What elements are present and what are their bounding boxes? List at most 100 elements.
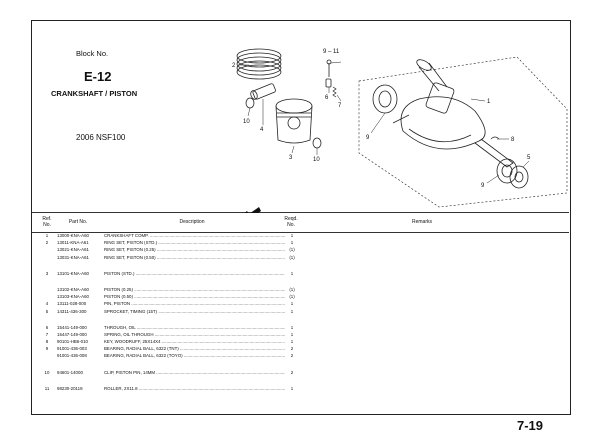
row-spacer	[32, 317, 569, 326]
row-description: BEARING, RADIAL BALL, 6322 (TNT)	[104, 347, 289, 351]
diagram-section: Block No. E-12 CRANKSHAFT / PISTON 2006 …	[32, 21, 569, 213]
callout-7: 7	[338, 103, 342, 109]
header-ref: Ref. No.	[42, 216, 52, 228]
row-ref: 10	[44, 369, 50, 375]
callout-10-left: 10	[243, 119, 250, 125]
row-ref: 6	[45, 324, 49, 330]
row-part-number: 13011-KNA-A61	[57, 240, 89, 246]
row-quantity: 1	[285, 325, 299, 331]
row-description: KEY, WOODRUFF, 25X14X4	[104, 340, 289, 344]
table-row: 8 90101-HB6-010 KEY, WOODRUFF, 25X14X41	[32, 339, 569, 347]
row-spacer	[32, 279, 569, 288]
table-row: 13102-KNA-A60 PISTON (0.25)(1)	[32, 286, 569, 295]
callout-3: 3	[289, 155, 293, 161]
row-description: PISTON (0.25)	[104, 288, 289, 292]
row-quantity: 2	[285, 370, 299, 376]
row-ref: 8	[45, 339, 49, 345]
front-arrow-icon	[244, 207, 261, 213]
table-row: 91001-436-008 BEARING, RADIAL BALL, 6322 …	[32, 354, 569, 361]
table-row: 7 15447-149-000 SPRING, OIL THROUGH1	[32, 331, 569, 340]
row-description: BEARING, RADIAL BALL, 6322 (TOYO)	[104, 354, 289, 358]
row-quantity: (1)	[285, 294, 299, 300]
row-quantity: (1)	[285, 255, 299, 260]
row-ref: 7	[45, 331, 49, 337]
row-description: RING SET, PISTON (STD.)	[104, 241, 289, 245]
crankshaft-drawing	[372, 59, 514, 168]
row-ref: 9	[45, 346, 49, 352]
row-part-number: 90101-HB6-010	[57, 339, 89, 345]
row-part-number: 98230-20118	[57, 385, 83, 391]
callout-9-right: 9	[481, 183, 485, 189]
table-row: 13021-KNA-A61 RING SET, PISTON (0.25)(1)	[32, 247, 569, 255]
parts-table-header: Ref. No. Part No. Description Reqd. No. …	[32, 213, 569, 233]
row-description: PISTON (0.50)	[104, 295, 289, 299]
table-row: 2 13011-KNA-A61 RING SET, PISTON (STD.)1	[32, 240, 569, 248]
row-description: PISTON (STD.)	[104, 272, 289, 276]
callout-5: 5	[527, 155, 531, 161]
page-number: 7-19	[517, 418, 544, 433]
row-part-number: 91001-436-008	[57, 353, 87, 359]
table-row: 10 94601-14000 CLIP, PISTON PIN, 14MM2	[32, 369, 569, 378]
row-part-number: 13021-KNA-A61	[57, 247, 89, 253]
row-ref: 2	[45, 240, 49, 246]
row-quantity: (1)	[285, 247, 299, 253]
row-part-number: 15447-149-000	[57, 331, 87, 337]
row-ref: 3	[45, 270, 49, 276]
row-quantity: 1	[285, 386, 299, 392]
row-quantity: (1)	[285, 287, 299, 293]
row-part-number: 94601-14000	[57, 369, 83, 375]
row-quantity: 1	[285, 271, 299, 277]
row-description: RING SET, PISTON (0.50)	[104, 256, 289, 260]
row-part-number: 13000-KNA-A60	[57, 233, 89, 238]
row-part-number: 14311-436-300	[57, 308, 87, 314]
row-ref: 1	[45, 233, 49, 238]
callout-9-11: 9 – 11	[323, 49, 340, 55]
row-description: ROLLER, 2X11.8	[104, 387, 289, 391]
row-part-number: 13031-KNA-A61	[57, 254, 89, 260]
header-qty: Reqd. No.	[284, 216, 298, 228]
row-description: CLIP, PISTON PIN, 14MM	[104, 371, 289, 375]
row-quantity: 2	[285, 354, 299, 359]
row-description: PIN, PISTON	[104, 302, 289, 306]
piston-ring-set-drawing	[236, 48, 282, 80]
table-row: 13103-KNA-A60 PISTON (0.50)(1)	[32, 294, 569, 302]
header-remarks: Remarks	[411, 219, 432, 225]
row-spacer	[32, 378, 569, 387]
header-desc: Description	[179, 219, 205, 225]
callout-6: 6	[325, 95, 329, 101]
row-description: SPROCKET, TIMING (15T)	[104, 310, 289, 314]
callout-10-right: 10	[313, 157, 320, 163]
row-description: THROUGH, OIL	[104, 326, 289, 330]
piston-pin-drawing	[250, 83, 276, 100]
crankshaft-frame	[358, 56, 568, 208]
row-description: RING SET, PISTON (0.25)	[104, 248, 289, 252]
row-quantity: 1	[285, 339, 299, 345]
callout-2: 2	[232, 63, 236, 69]
clip-left-drawing	[245, 97, 255, 109]
row-ref: 11	[44, 385, 50, 391]
callout-8: 8	[511, 137, 515, 143]
callout-9-left: 9	[366, 135, 370, 141]
row-quantity: 1	[285, 240, 299, 246]
exploded-diagram: 2 10 4 3 10 9 – 11 6 7 1 8 9 9 5	[232, 48, 568, 213]
row-part-number: 13103-KNA-A60	[57, 294, 89, 300]
row-spacer	[32, 263, 569, 272]
row-quantity: 1	[285, 233, 299, 239]
row-quantity: 1	[285, 332, 299, 338]
row-part-number: 13102-KNA-A60	[57, 286, 89, 292]
block-label: Block No.	[76, 49, 109, 58]
block-title: CRANKSHAFT / PISTON	[51, 89, 138, 98]
row-quantity: 1	[285, 301, 299, 307]
row-quantity: 1	[285, 309, 299, 314]
row-description: SPRING, OIL THROUGH	[104, 333, 289, 337]
clip-right-drawing	[312, 137, 322, 149]
callout-4: 4	[260, 127, 264, 133]
table-row: 11 98230-20118 ROLLER, 2X11.81	[32, 385, 569, 394]
